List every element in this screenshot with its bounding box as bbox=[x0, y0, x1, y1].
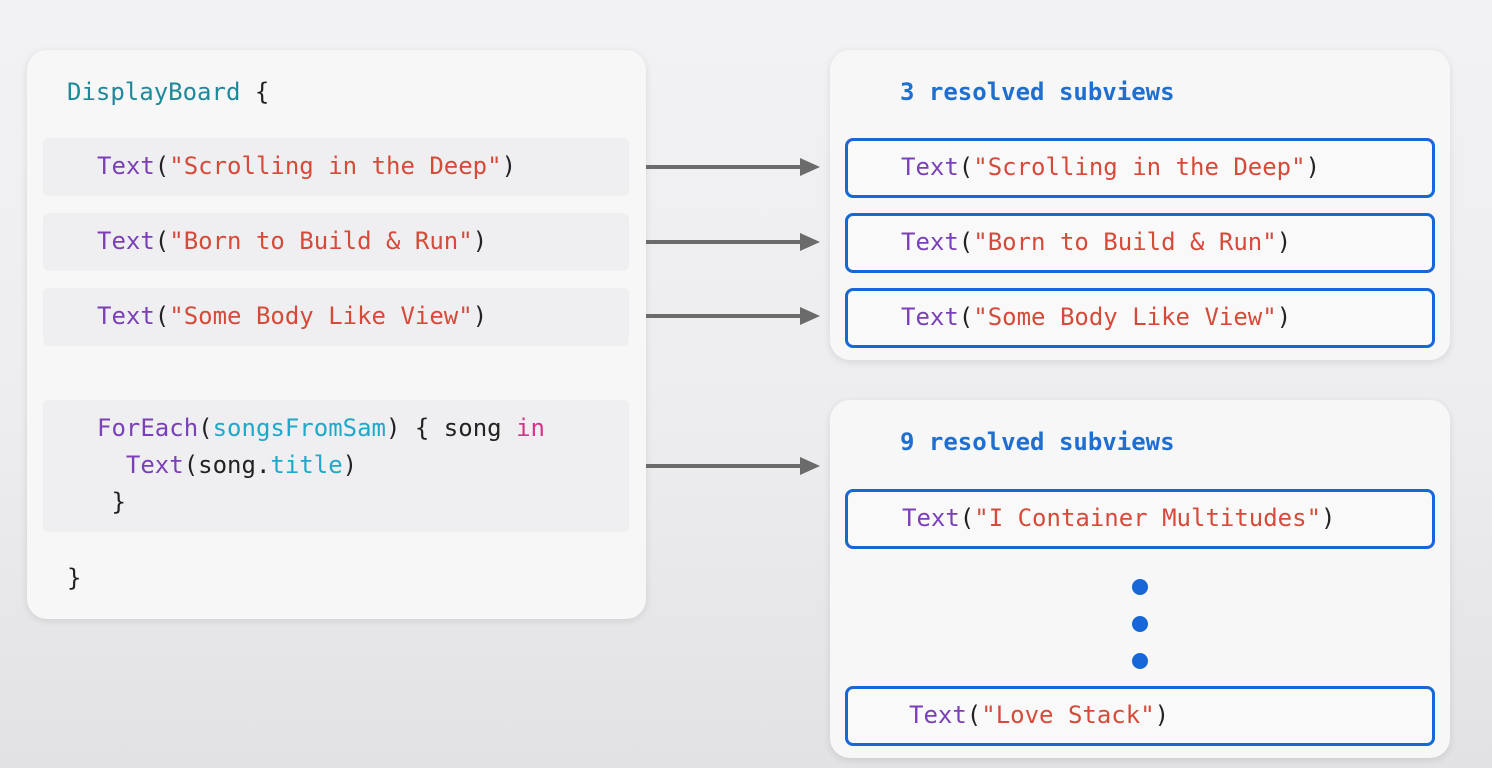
song-object: song. bbox=[198, 451, 271, 479]
title-property: title bbox=[270, 451, 343, 479]
arrow-3 bbox=[646, 307, 820, 325]
foreach-closure-param: { song bbox=[414, 414, 502, 442]
ellipsis-dot-1 bbox=[1132, 579, 1148, 595]
foreach-keyword: ForEach bbox=[97, 414, 199, 442]
code-row-2: Text("Born to Build & Run") bbox=[43, 213, 629, 271]
subview-count-header: 9 resolved subviews bbox=[900, 424, 1175, 461]
displayboard-name: DisplayBoard bbox=[67, 78, 241, 106]
resolved-subview-2: Text("Born to Build & Run") bbox=[845, 213, 1435, 273]
in-keyword: in bbox=[516, 414, 545, 442]
foreach-close-brace: } bbox=[111, 488, 126, 516]
subview-label: resolved subviews bbox=[928, 428, 1175, 456]
resolved-subview-3: Text("Some Body Like View") bbox=[845, 288, 1435, 348]
arrow-foreach bbox=[646, 457, 820, 475]
text-string: "Some Body Like View" bbox=[169, 302, 473, 330]
resolved-subview-last: Text("Love Stack") bbox=[845, 686, 1435, 746]
text-keyword: Text bbox=[125, 451, 184, 479]
ellipsis-dot-2 bbox=[1132, 616, 1148, 632]
text-keyword: Text bbox=[97, 227, 155, 255]
subview-count: 3 bbox=[900, 78, 915, 106]
subview-label: resolved subviews bbox=[928, 78, 1175, 106]
text-keyword: Text bbox=[97, 152, 155, 180]
resolved-subview-first: Text("I Container Multitudes") bbox=[845, 489, 1435, 549]
code-row-foreach: ForEach(songsFromSam) { song in Text(son… bbox=[43, 400, 629, 532]
foreach-arg: songsFromSam bbox=[212, 414, 386, 442]
text-string: "Scrolling in the Deep" bbox=[169, 152, 502, 180]
subview-count-header: 3 resolved subviews bbox=[900, 74, 1175, 111]
code-line-displayboard: DisplayBoard { bbox=[67, 74, 269, 111]
arrow-2 bbox=[646, 233, 820, 251]
arrow-1 bbox=[646, 158, 820, 176]
code-row-1: Text("Scrolling in the Deep") bbox=[43, 138, 629, 196]
text-keyword: Text bbox=[97, 302, 155, 330]
text-string: "Born to Build & Run" bbox=[169, 227, 473, 255]
ellipsis-dot-3 bbox=[1132, 653, 1148, 669]
subview-count: 9 bbox=[900, 428, 915, 456]
resolved-subview-1: Text("Scrolling in the Deep") bbox=[845, 138, 1435, 198]
close-brace: } bbox=[67, 564, 82, 592]
open-brace: { bbox=[254, 78, 270, 106]
code-row-3: Text("Some Body Like View") bbox=[43, 288, 629, 346]
